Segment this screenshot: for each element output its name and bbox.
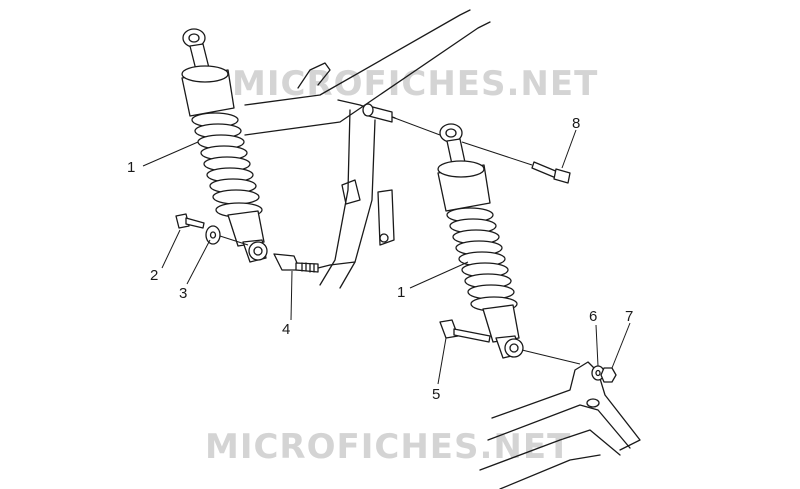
callout-8: 8 (572, 115, 580, 132)
leader-lines (142, 129, 631, 385)
nut-7 (600, 367, 617, 383)
frame-mount-stud (362, 103, 441, 136)
callout-numbers: 1 2 3 4 1 5 6 7 8 (127, 115, 633, 403)
callout-6: 6 (589, 308, 597, 325)
left-spring (191, 112, 260, 205)
callout-2: 2 (150, 267, 158, 284)
watermark-bottom: MICROFICHES.NET (205, 427, 571, 467)
right-spring (446, 207, 515, 300)
left-bolt-2 (175, 213, 205, 229)
right-shock-absorber (437, 123, 524, 359)
washer-3 (205, 225, 221, 245)
swingarm (479, 361, 641, 489)
watermark-top: MICROFICHES.NET (232, 64, 598, 104)
bolt-5 (439, 319, 581, 365)
frame (244, 9, 491, 289)
left-shock-absorber (181, 28, 268, 263)
callout-7: 7 (625, 308, 633, 325)
stud-4 (273, 253, 319, 273)
callout-3: 3 (179, 285, 187, 302)
bolt-8 (461, 141, 571, 184)
callout-1-right: 1 (397, 284, 405, 301)
callout-1-left: 1 (127, 159, 135, 176)
callout-4: 4 (282, 321, 290, 338)
callout-5: 5 (432, 386, 440, 403)
